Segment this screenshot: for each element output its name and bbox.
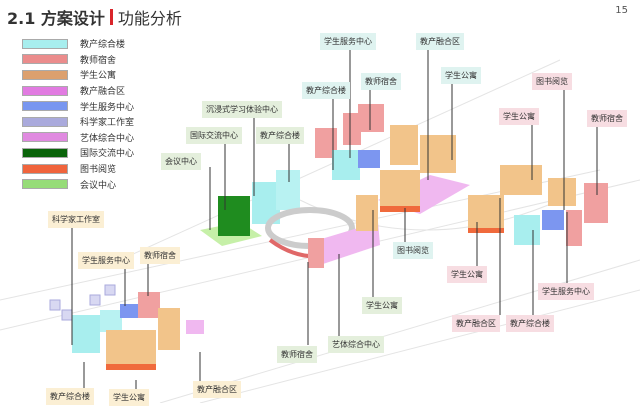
callout-label: 艺体综合中心 [328, 336, 384, 353]
callout-label: 教产融合区 [452, 315, 500, 332]
callout-label: 国际交流中心 [186, 127, 242, 144]
callout-label: 教师宿舍 [587, 110, 627, 127]
legend-item: 学生服务中心 [22, 98, 134, 114]
legend-label: 国际交流中心 [80, 149, 135, 160]
legend-item: 国际交流中心 [22, 145, 134, 161]
legend-label: 艺体综合中心 [80, 133, 135, 144]
callout-label: 教师宿舍 [277, 346, 317, 363]
slide-title: 2.1 方案设计 功能分析 [7, 5, 182, 29]
legend-item: 学生公寓 [22, 67, 134, 83]
callout-label: 会议中心 [161, 153, 201, 170]
legend-swatch [22, 179, 68, 190]
callout-label: 教产综合楼 [256, 127, 304, 144]
callout-label: 学生公寓 [362, 297, 402, 314]
section-subtitle: 功能分析 [117, 9, 182, 28]
legend-swatch [22, 116, 68, 127]
callout-label: 学生服务中心 [538, 283, 594, 300]
section-title: 2.1 方案设计 [7, 9, 105, 28]
legend-label: 科学家工作室 [80, 118, 135, 129]
callout-label: 图书阅览 [393, 242, 433, 259]
callout-label: 学生服务中心 [78, 252, 134, 269]
callout-label: 沉浸式学习体验中心 [202, 101, 282, 118]
callout-label: 图书阅览 [532, 73, 572, 90]
legend-swatch [22, 132, 68, 143]
callout-label: 教产综合楼 [302, 82, 350, 99]
legend-item: 教产融合区 [22, 83, 134, 99]
callout-label: 科学家工作室 [48, 211, 104, 228]
callout-label: 教师宿舍 [140, 247, 180, 264]
legend-item: 艺体综合中心 [22, 130, 134, 146]
page-number: 15 [615, 5, 628, 16]
legend-swatch [22, 147, 68, 158]
legend-label: 学生公寓 [80, 71, 117, 82]
callout-label: 学生公寓 [447, 266, 487, 283]
legend-swatch [22, 85, 68, 96]
legend-label: 教产综合楼 [80, 40, 126, 51]
callout-label: 学生公寓 [499, 108, 539, 125]
legend-label: 图书阅览 [80, 165, 117, 176]
legend-swatch [22, 69, 68, 80]
buildings [49, 104, 608, 370]
callout-label: 教产综合楼 [46, 388, 94, 405]
legend-item: 图书阅览 [22, 161, 134, 177]
legend-swatch [22, 54, 68, 65]
legend-swatch [22, 163, 68, 174]
callout-label: 教师宿舍 [361, 73, 401, 90]
title-divider [109, 9, 113, 25]
callout-label: 学生服务中心 [320, 33, 376, 50]
legend-item: 会议中心 [22, 176, 134, 192]
legend-label: 教产融合区 [80, 87, 126, 98]
legend-item: 教产综合楼 [22, 36, 134, 52]
arts-center-block [318, 222, 380, 265]
callout-label: 学生公寓 [441, 67, 481, 84]
callout-label: 教产综合楼 [506, 315, 554, 332]
legend-swatch [22, 38, 68, 49]
legend: 教产综合楼 教师宿舍 学生公寓 教产融合区 学生服务中心 科学家工作室 艺体综合… [22, 36, 134, 192]
leader-lines [71, 47, 598, 390]
legend-item: 教师宿舍 [22, 52, 134, 68]
legend-label: 学生服务中心 [80, 102, 135, 113]
callout-label: 教产融合区 [416, 33, 464, 50]
legend-swatch [22, 101, 68, 112]
callout-label: 学生公寓 [109, 389, 149, 406]
legend-item: 科学家工作室 [22, 114, 134, 130]
callout-label: 教产融合区 [193, 381, 241, 398]
legend-label: 教师宿舍 [80, 55, 117, 66]
intl-exchange-block [218, 196, 250, 236]
legend-label: 会议中心 [80, 180, 117, 191]
